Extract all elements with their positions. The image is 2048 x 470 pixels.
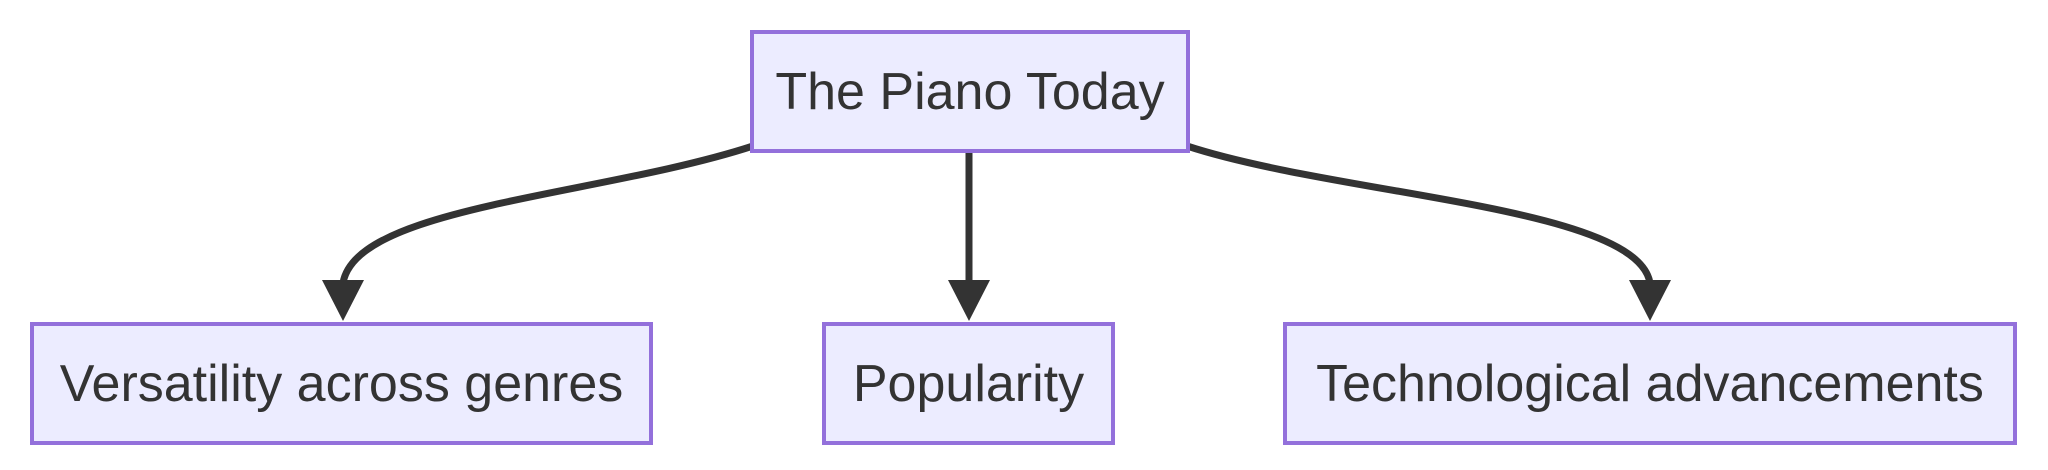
node-versatility-across-genres: Versatility across genres [30, 322, 653, 445]
node-popularity: Popularity [822, 322, 1115, 445]
edge-root-to-versatility [339, 142, 755, 284]
node-versatility-across-genres-label: Versatility across genres [59, 354, 624, 413]
node-the-piano-today-label: The Piano Today [775, 62, 1165, 121]
edge-root-to-technology [1185, 142, 1654, 284]
edge-root-to-popularity-arrowhead-icon [948, 280, 990, 321]
edge-root-to-versatility-arrowhead-icon [322, 280, 364, 321]
node-technological-advancements-label: Technological advancements [1316, 354, 1984, 413]
node-popularity-label: Popularity [852, 354, 1085, 413]
edge-root-to-technology-arrowhead-icon [1629, 280, 1671, 321]
node-the-piano-today: The Piano Today [750, 30, 1190, 153]
node-technological-advancements: Technological advancements [1283, 322, 2017, 445]
